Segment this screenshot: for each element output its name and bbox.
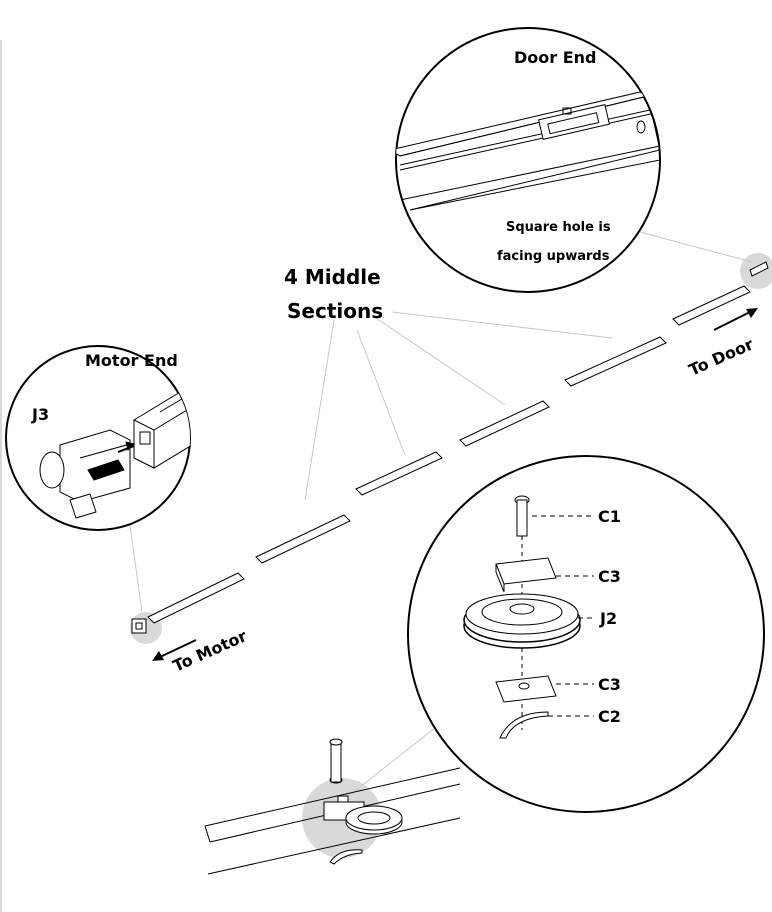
pulley-exploded-icon [463,495,581,739]
c1-label: C1 [598,507,621,526]
door-end-tiny [749,261,769,277]
arrow-to-motor [152,639,197,661]
to-motor-label: To Motor [170,626,250,675]
middle-sections-line2: Sections [287,299,383,323]
door-end-note-line1: Square hole is [506,220,611,235]
rail-bottom [204,738,461,875]
arrow-to-door [713,308,758,331]
j3-label: J3 [31,405,49,424]
door-end-detail: Door End Square hole is facing upwards [395,27,661,293]
door-end-note-line2: facing upwards [497,249,610,264]
motor-end-tiny [131,618,147,634]
page-edge [0,40,2,912]
motor-connector-icon [39,379,190,519]
callout-leaders [532,515,596,717]
c2-label: C2 [598,707,621,726]
pulley-detail: C1 C3 J2 C3 C2 [407,455,765,813]
rail-main [147,285,751,624]
motor-end-detail: Motor End J3 [5,345,191,531]
c3-top-label: C3 [598,567,621,586]
c3-bottom-label: C3 [598,675,621,694]
leader-lines [129,231,753,807]
rail-door-end-icon [396,91,660,211]
door-end-title: Door End [514,48,597,67]
middle-sections-line1: 4 Middle [284,265,381,289]
to-door-label: To Door [686,334,756,379]
motor-end-title: Motor End [85,351,178,370]
j2-label: J2 [599,609,617,628]
